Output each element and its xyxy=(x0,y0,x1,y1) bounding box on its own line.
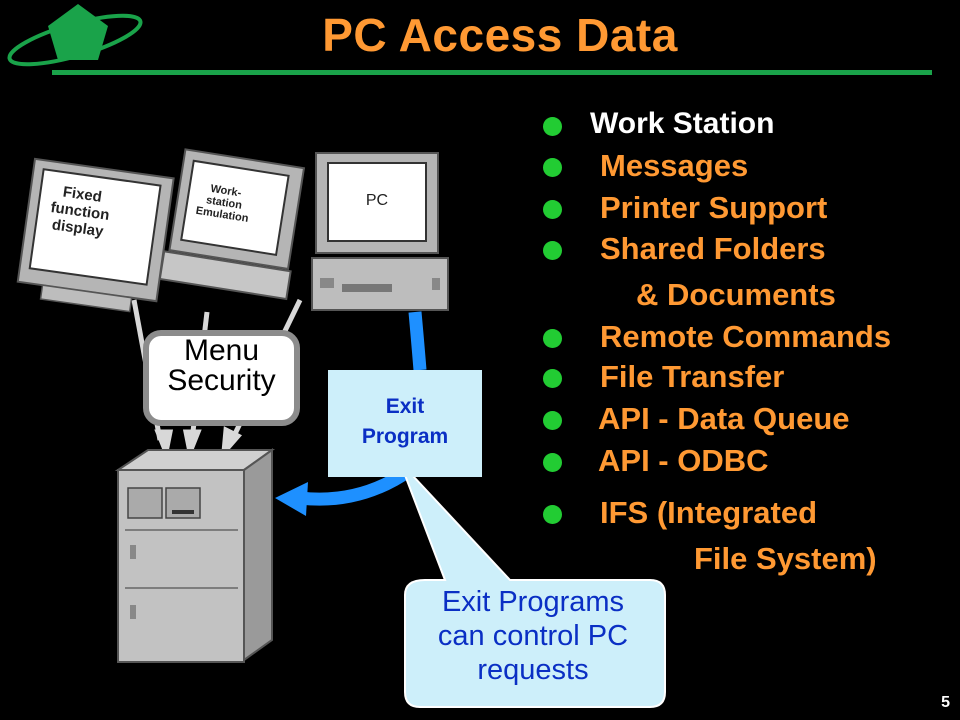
menu-security-label: Menu Security xyxy=(143,336,300,396)
exit-to-server-arrowhead xyxy=(275,482,308,516)
server-icon xyxy=(114,448,276,663)
emulation-terminal-icon xyxy=(158,148,306,301)
exit-program-line-2: Program xyxy=(361,425,449,448)
callout-line-1: Exit Programs xyxy=(441,586,625,618)
pc-to-exit-arrow xyxy=(408,311,427,371)
exit-program-line-1: Exit xyxy=(385,395,425,418)
exit-program-label: Exit Program xyxy=(328,392,482,452)
pc-icon xyxy=(311,152,449,311)
callout-line-2: can control PC xyxy=(437,620,629,652)
menu-security-line-1: Menu xyxy=(183,334,260,367)
menu-security-box xyxy=(143,330,300,426)
page-title: PC Access Data xyxy=(322,9,678,61)
title-underline xyxy=(52,70,932,75)
callout-text: Exit Programs can control PC requests xyxy=(403,585,663,687)
logo-icon xyxy=(7,4,143,67)
menu-security-line-2: Security xyxy=(167,364,276,397)
fixed-terminal-icon xyxy=(16,157,175,313)
exit-program-box xyxy=(328,370,482,477)
pc-label: PC xyxy=(365,192,389,209)
slide-number: 5 xyxy=(941,694,950,711)
callout-bubble xyxy=(399,461,666,708)
callout-line-3: requests xyxy=(477,654,589,686)
